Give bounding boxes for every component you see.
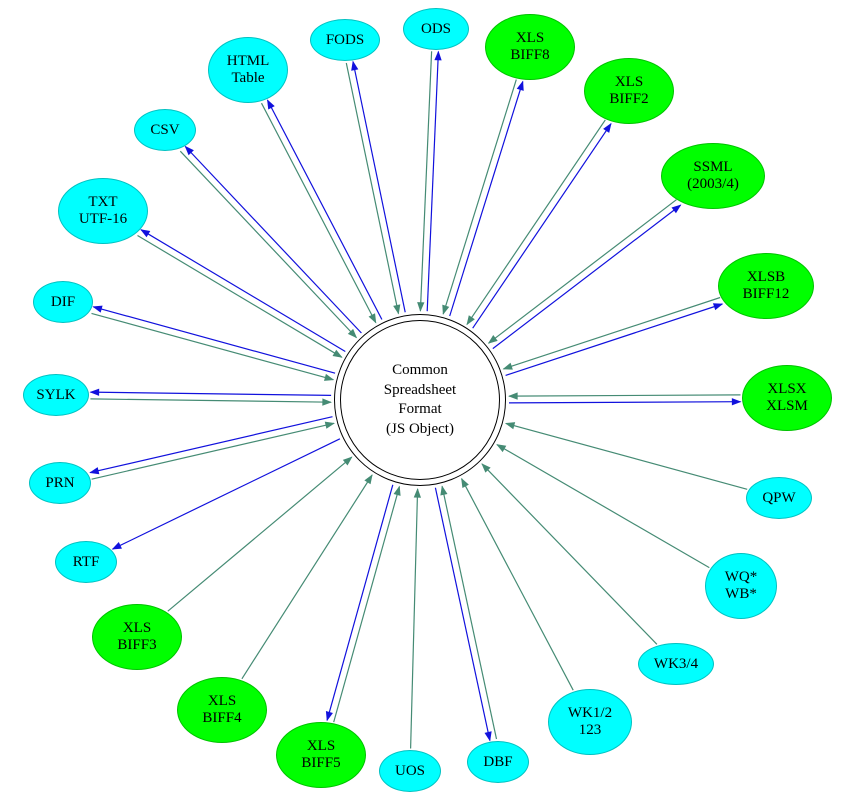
edge-write-dif	[92, 305, 336, 374]
edge-write-ods	[426, 50, 442, 312]
edge-write-xls-biff2	[472, 122, 612, 329]
edge-read-xls-biff3	[167, 456, 353, 612]
edge-read-wk1-2-123	[461, 477, 574, 691]
edge-read-ods	[417, 51, 433, 312]
edge-write-prn	[89, 416, 333, 475]
edge-read-dif	[91, 312, 335, 381]
edge-read-txt-utf-16	[137, 234, 343, 358]
edge-write-xlsx-xlsm	[508, 398, 742, 406]
edge-read-ssml-2003-4	[487, 199, 677, 344]
edge-read-xls-biff4	[241, 474, 373, 680]
center-node-inner-ring: Common Spreadsheet Format (JS Object)	[340, 320, 500, 480]
edge-write-csv	[184, 145, 362, 334]
edge-write-sylk	[89, 388, 332, 396]
edge-write-html-table	[266, 99, 383, 320]
edge-read-sylk	[90, 398, 332, 406]
edge-write-fods	[351, 60, 406, 313]
edge-write-rtf	[111, 438, 341, 550]
edge-read-dbf	[440, 485, 498, 740]
edge-read-xls-biff5	[333, 485, 401, 723]
edge-read-csv	[179, 150, 358, 339]
edge-read-xlsb-biff12	[502, 296, 721, 370]
edge-read-xlsx-xlsm	[508, 392, 741, 400]
edge-read-wq-wb	[496, 444, 710, 569]
edge-read-xls-biff8	[442, 79, 517, 315]
edge-read-fods	[345, 62, 401, 315]
edge-read-wk3-4	[481, 463, 658, 645]
edge-read-xls-biff2	[466, 119, 606, 326]
edge-write-ssml-2003-4	[492, 204, 682, 350]
center-node-label: Common Spreadsheet Format (JS Object)	[383, 362, 457, 437]
edge-read-html-table	[260, 102, 377, 324]
edge-write-xls-biff5	[325, 484, 394, 722]
edge-read-qpw	[504, 422, 748, 490]
edge-read-prn	[91, 421, 335, 480]
edge-write-txt-utf-16	[140, 229, 346, 353]
center-node: Common Spreadsheet Format (JS Object)	[334, 314, 506, 486]
edge-write-dbf	[434, 487, 492, 742]
edge-read-uos	[410, 488, 422, 749]
edge-write-xlsb-biff12	[505, 303, 724, 376]
edge-write-xls-biff8	[449, 80, 524, 317]
